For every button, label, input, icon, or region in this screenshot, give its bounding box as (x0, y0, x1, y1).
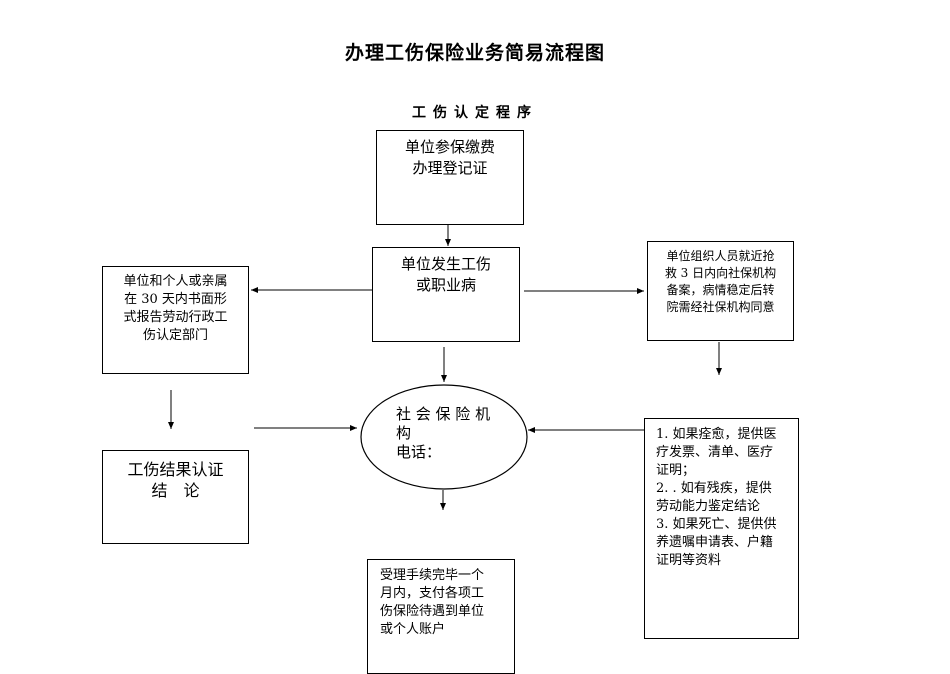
chart-title: 办理工伤保险业务简易流程图 (344, 42, 605, 64)
box-register: 单位参保缴费 办理登记证 (376, 130, 524, 225)
agency-text: 社 会 保 险 机 构 电话： (396, 405, 491, 461)
box-materials-text: 1. 如果痊愈，提供医 疗发票、清单、医疗 证明； 2. . 如有残疾，提供 劳… (656, 427, 777, 568)
box-register-text: 单位参保缴费 办理登记证 (404, 138, 495, 177)
box-result-text: 工伤结果认证 结 论 (127, 460, 224, 500)
box-report: 单位和个人或亲属 在 30 天内书面形 式报告劳动行政工 伤认定部门 (102, 266, 249, 374)
section-subtitle: 工伤认定程序 (412, 105, 538, 121)
box-result: 工伤结果认证 结 论 (102, 450, 249, 544)
box-report-text: 单位和个人或亲属 在 30 天内书面形 式报告劳动行政工 伤认定部门 (123, 274, 228, 343)
box-rescue: 单位组织人员就近抢 救 3 日内向社保机构 备案，病情稳定后转 院需经社保机构同… (647, 241, 794, 341)
box-payment-text: 受理手续完毕一个 月内，支付各项工 伤保险待遇到单位 或个人账户 (380, 568, 485, 637)
box-injury-text: 单位发生工伤 或职业病 (400, 255, 491, 294)
box-injury: 单位发生工伤 或职业病 (372, 247, 520, 342)
box-materials: 1. 如果痊愈，提供医 疗发票、清单、医疗 证明； 2. . 如有残疾，提供 劳… (644, 418, 799, 639)
box-rescue-text: 单位组织人员就近抢 救 3 日内向社保机构 备案，病情稳定后转 院需经社保机构同… (664, 249, 777, 314)
agency-ellipse (360, 384, 528, 490)
box-payment: 受理手续完毕一个 月内，支付各项工 伤保险待遇到单位 或个人账户 (367, 559, 515, 674)
